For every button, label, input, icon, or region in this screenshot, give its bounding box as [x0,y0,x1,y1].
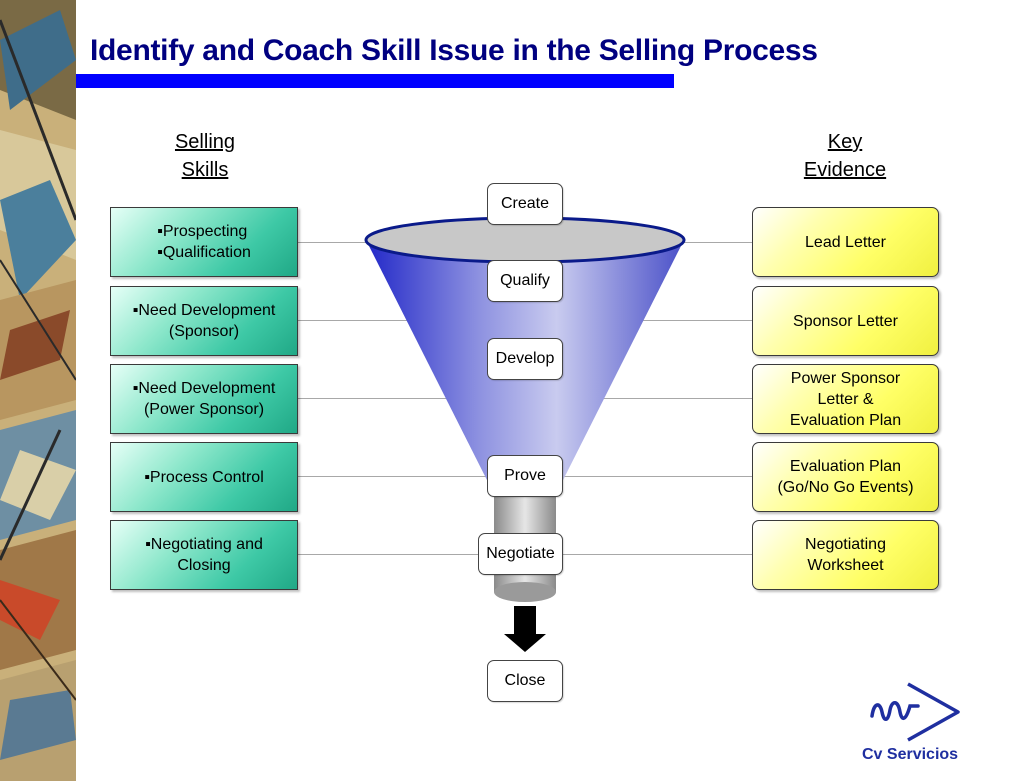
skill-label: ▪Need Development (Sponsor) [132,302,276,340]
stage-prove: Prove [487,455,563,497]
heading-line: Key [827,131,863,153]
skill-box: ▪Process Control [110,442,298,512]
evidence-box: Power Sponsor Letter & Evaluation Plan [752,364,939,434]
stage-negotiate: Negotiate [478,533,563,575]
heading-line: Skills [181,159,229,181]
cv-servicios-logo-icon [870,682,960,742]
decorative-painting [0,0,76,781]
evidence-label: Negotiating Worksheet [805,536,886,574]
evidence-label: Sponsor Letter [793,312,898,330]
evidence-label: Evaluation Plan (Go/No Go Events) [777,458,914,496]
page-title: Identify and Coach Skill Issue in the Se… [90,34,818,67]
skill-box: ▪Need Development (Power Sponsor) [110,364,298,434]
evidence-label: Power Sponsor Letter & Evaluation Plan [789,369,902,429]
skill-box: ▪Prospecting ▪Qualification [110,207,298,277]
stage-develop: Develop [487,338,563,380]
evidence-box: Sponsor Letter [752,286,939,356]
stage-close: Close [487,660,563,702]
heading-line: Evidence [803,159,887,181]
logo-text: Cv Servicios [862,746,959,763]
stage-create: Create [487,183,563,225]
evidence-box: Evaluation Plan (Go/No Go Events) [752,442,939,512]
skill-label: ▪Need Development (Power Sponsor) [132,380,276,418]
evidence-label: Lead Letter [805,233,886,251]
skill-label: ▪Prospecting ▪Qualification [157,223,251,261]
evidence-box: Negotiating Worksheet [752,520,939,590]
heading-line: Selling [174,131,236,153]
skill-label: ▪Process Control [144,468,264,486]
evidence-box: Lead Letter [752,207,939,277]
selling-skills-heading: Selling Skills [140,128,270,184]
skill-box: ▪Need Development (Sponsor) [110,286,298,356]
skill-label: ▪Negotiating and Closing [145,536,263,574]
title-underline-bar [76,74,674,88]
key-evidence-heading: Key Evidence [780,128,910,184]
skill-box: ▪Negotiating and Closing [110,520,298,590]
stage-qualify: Qualify [487,260,563,302]
